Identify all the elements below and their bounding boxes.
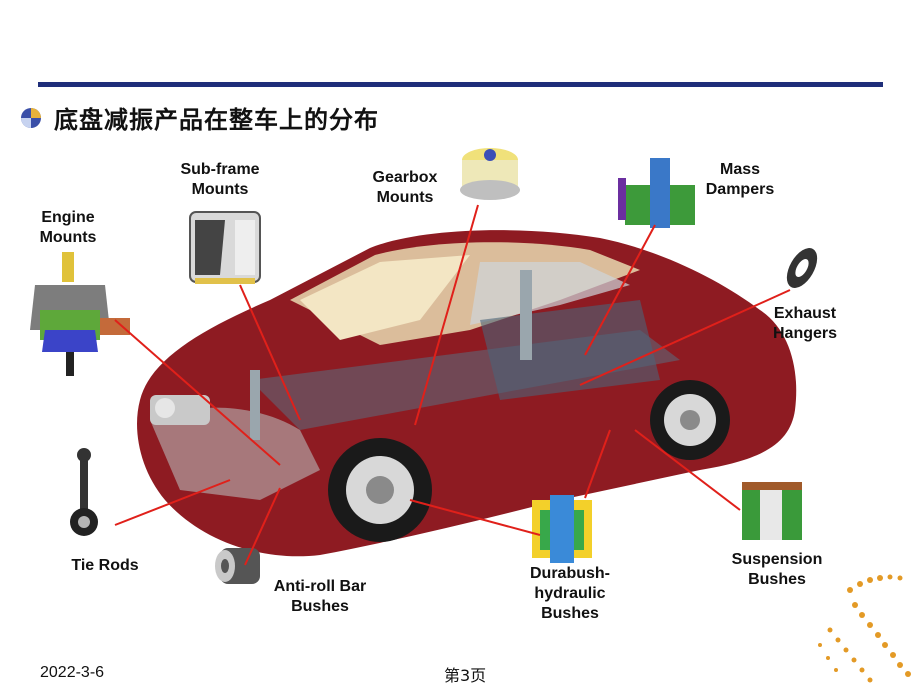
label-suspension-bushes: Suspension Bushes (731, 551, 823, 588)
tie-rod-part (70, 448, 98, 536)
mass-damper-part (618, 158, 695, 228)
label-mass-dampers: Mass Dampers (705, 161, 775, 198)
exhaust-hanger-part (786, 248, 818, 288)
antiroll-bar-bush-part (215, 548, 260, 584)
label-tie-rods: Tie Rods (71, 557, 139, 574)
label-engine-mounts: Engine Mounts (39, 209, 97, 246)
label-exhaust-hangers: Exhaust Hangers (772, 305, 838, 342)
slide-title: 底盘减振产品在整车上的分布 (54, 106, 379, 134)
label-subframe-mounts: Sub-frame Mounts (180, 161, 260, 198)
engine-mount-part (30, 252, 130, 376)
label-durabush-hydraulic-bushes: Durabush- hydraulic Bushes (530, 565, 610, 622)
footer-page-number: 第3页 (444, 666, 487, 685)
gearbox-mount-part (460, 148, 520, 200)
decorative-dots (818, 574, 911, 683)
slide-title-row: 底盘减振产品在整车上的分布 (20, 100, 379, 135)
subframe-mount-part (189, 211, 261, 284)
pointer-lines (114, 204, 791, 566)
car-illustration (137, 230, 797, 557)
label-antiroll-bar-bushes: Anti-roll Bar Bushes (273, 578, 367, 615)
header-rule (38, 82, 883, 87)
suspension-bush-part (742, 482, 802, 540)
label-gearbox-mounts: Gearbox Mounts (372, 169, 438, 206)
footer-date: 2022-3-6 (40, 664, 105, 681)
bullet-sphere-icon (21, 107, 41, 128)
durabush-part (532, 495, 592, 563)
